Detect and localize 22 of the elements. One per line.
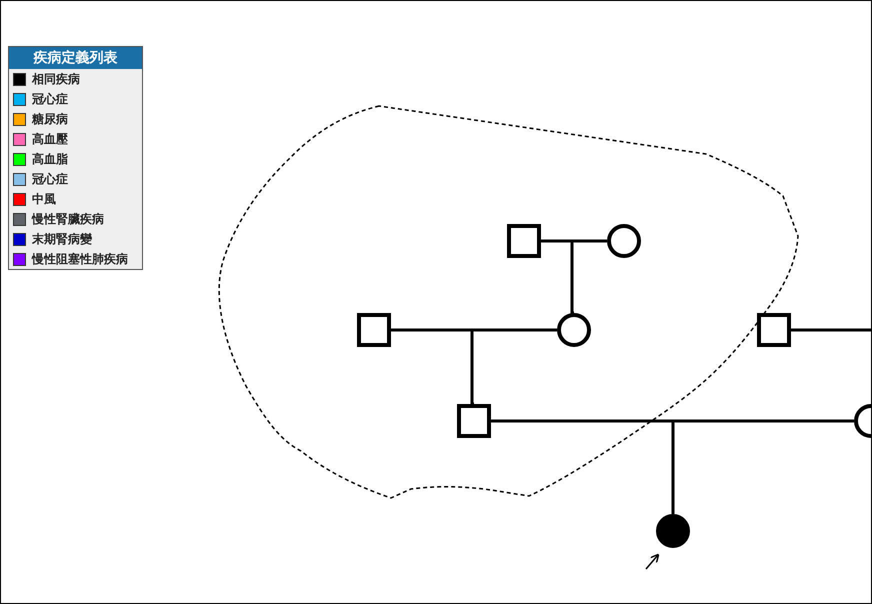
square-symbol [507,224,541,258]
legend-text: 相同疾病 [32,70,80,88]
proband-arrow [645,554,660,570]
square-symbol [757,313,791,347]
legend-text: 中風 [32,190,56,208]
pedigree-line [570,240,607,314]
filled-circle-symbol [656,514,690,548]
legend-text: 糖尿病 [32,110,68,128]
legend-text: 冠心症 [32,90,68,108]
legend-title: 疾病定義列表 [9,47,142,69]
pedigree-line [672,420,854,514]
legend-text: 慢性阻塞性肺疾病 [32,250,128,268]
legend-text: 冠心症 [32,170,68,188]
pedigree-line [791,328,871,332]
legend-text: 高血脂 [32,150,68,168]
legend-text: 末期腎病變 [32,230,92,248]
legend-text: 高血壓 [32,130,68,148]
legend-text: 慢性腎臟疾病 [32,210,104,228]
square-symbol [457,404,491,438]
circle-symbol [607,224,641,258]
square-symbol [357,313,391,347]
circle-symbol [557,313,591,347]
